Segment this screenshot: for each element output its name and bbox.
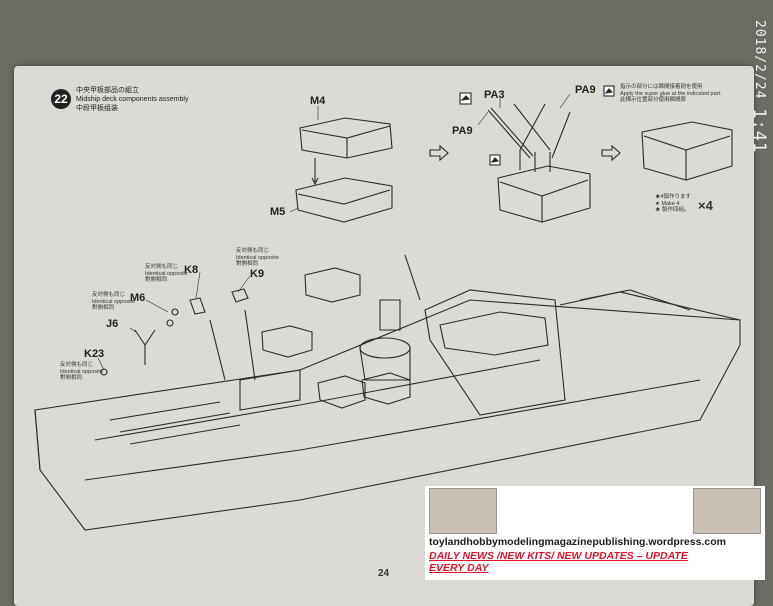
banner-news-line-1: DAILY NEWS /NEW KITS/ NEW UPDATES – UPDA… [429,550,688,562]
step-title-cn: 中段甲板组装 [76,105,118,112]
timestamp-date: 2018/2/24 [752,20,767,100]
arrow-m4 [311,158,319,186]
part-label-k8: K8 [184,264,199,276]
part-label-pa9-left: PA9 [452,125,473,137]
part-label-k23: K23 [84,348,105,360]
opposite-note-k8: 反対側も同じ Identical opposite 對側相同 [145,264,188,284]
part-label-pa9-top: PA9 [575,84,596,96]
assembly-diagram [34,85,741,531]
glue-icon [459,92,472,105]
glue-icon [603,85,615,97]
opposite-k8-en: Identical opposite [145,270,188,277]
glue-note: 指示の部分には瞬間接着剤を使用 Apply the super glue at … [620,84,755,104]
opposite-k9-en: Identical opposite [236,254,279,261]
banner-logo-left [429,488,497,534]
step-title-en: Midship deck components assembly [76,96,189,103]
glue-note-cn: 此標示位置部分使用瞬間膠 [620,97,687,103]
opposite-k8-cn: 對側相同 [145,277,168,283]
crate-base-m5 [295,177,393,223]
banner-logo-right [693,488,761,534]
glue-note-jp: 指示の部分には瞬間接着剤を使用 [620,84,703,90]
opposite-m6-cn: 對側相同 [92,305,115,311]
banner-news-line-2: EVERY DAY [429,562,489,574]
crate-final [641,121,733,181]
opposite-note-k23: 反対側も同じ Identical opposite 對側相同 [60,362,103,382]
rods-pa [487,103,571,159]
glue-icon [489,154,501,166]
opposite-k8-jp: 反対側も同じ [145,264,179,270]
make-four-jp: ★4個作ります [655,194,692,200]
quantity-badge: ×4 [698,198,713,213]
opposite-k23-cn: 對側相同 [60,375,83,381]
step-title: 中央甲板部品の組立 Midship deck components assemb… [76,86,188,113]
arrow-step-1 [429,144,449,162]
make-four-cn: ★ 製作四組。 [655,207,690,213]
page-number: 24 [378,568,390,579]
boat-hull [34,299,741,531]
crate-assembled [497,165,591,223]
small-parts [100,288,256,381]
make-four-note: ★4個作ります ★ Make 4 ★ 製作四組。 [655,194,691,214]
opposite-k9-cn: 對側相同 [236,261,259,267]
part-label-m5: M5 [270,206,286,218]
part-label-pa3: PA3 [484,89,505,101]
part-label-j6: J6 [106,318,119,330]
part-label-k9: K9 [250,268,265,280]
boat-cabin [424,289,741,416]
crate-lid-m4 [299,117,393,159]
banner-news: DAILY NEWS /NEW KITS/ NEW UPDATES – UPDA… [429,550,688,574]
opposite-m6-jp: 反対側も同じ [92,292,126,298]
glue-note-en: Apply the super glue at the indicated pa… [620,90,722,97]
opposite-m6-en: Identical opposite [92,298,135,305]
opposite-k23-en: Identical opposite [60,368,103,375]
deck-crates [261,267,411,409]
photo-timestamp: 2018/2/24 1:41 [749,20,769,153]
make-four-en: ★ Make 4 [655,200,680,207]
step-title-jp: 中央甲板部品の組立 [76,87,139,94]
watermark-banner: toylandhobbymodelingmagazinepublishing.w… [425,486,765,580]
part-label-m4: M4 [310,95,326,107]
part-label-m6: M6 [130,292,146,304]
opposite-note-k9: 反対側も同じ Identical opposite 對側相同 [236,248,279,268]
opposite-note-m6: 反対側も同じ Identical opposite 對側相同 [92,292,135,312]
timestamp-time: 1:41 [749,108,769,154]
arrow-step-2 [601,144,621,162]
banner-site-url: toylandhobbymodelingmagazinepublishing.w… [429,536,726,548]
opposite-k9-jp: 反対側も同じ [236,248,270,254]
gun-mount [359,254,421,381]
step-number: 22 [51,89,71,109]
opposite-k23-jp: 反対側も同じ [60,362,94,368]
leader-lines [97,93,571,371]
